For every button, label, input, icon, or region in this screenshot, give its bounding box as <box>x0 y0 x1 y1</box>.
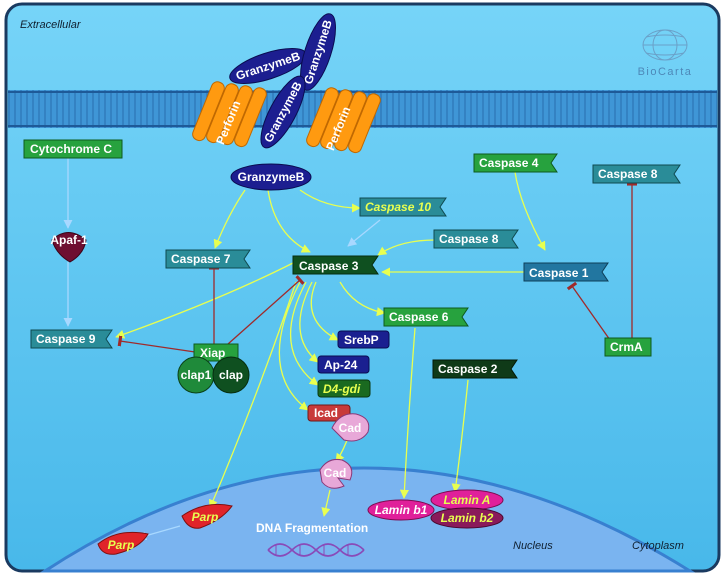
dna-fragmentation: DNA Fragmentation <box>256 521 368 557</box>
edge-granzyme-casp10 <box>299 189 361 213</box>
d4gdi-label: D4-gdi <box>323 382 361 396</box>
node-caspase10[interactable]: Caspase 10 <box>359 197 447 217</box>
parp-out-label: Parp <box>108 538 135 552</box>
node-ap24[interactable]: Ap-24 <box>317 355 370 374</box>
nucleus-region <box>39 466 696 573</box>
dna-helix-icon <box>267 543 365 557</box>
node-caspase2[interactable]: Caspase 2 <box>432 359 518 379</box>
edge-cad-dna <box>321 489 331 517</box>
edge-casp8-casp3 <box>377 239 436 256</box>
node-ciap[interactable]: clap <box>212 356 250 394</box>
edge-granzyme-casp7 <box>213 189 246 249</box>
node-xiap[interactable]: Xiap <box>193 343 239 362</box>
node-icad[interactable]: Icad <box>307 404 351 422</box>
edge-casp3-d4gdi <box>289 281 319 386</box>
cytochrome-c-label: Cytochrome C <box>30 142 112 156</box>
edge-casp3-casp9 <box>115 261 296 339</box>
caspase4-label: Caspase 4 <box>479 156 539 170</box>
lamin-a-label: Lamin A <box>444 493 491 507</box>
node-cytochrome-c[interactable]: Cytochrome C <box>23 139 123 159</box>
caspase8-mid-label: Caspase 8 <box>439 232 499 246</box>
node-caspase1[interactable]: Caspase 1 <box>523 262 609 282</box>
caspase9-label: Caspase 9 <box>36 332 96 346</box>
edge-granzyme-casp3 <box>267 189 311 253</box>
node-lamin-b1[interactable]: Lamin b1 <box>367 499 435 521</box>
node-parp-cyto[interactable]: Parp <box>181 503 233 529</box>
edge-casp6-laminb1 <box>399 327 416 499</box>
node-caspase7[interactable]: Caspase 7 <box>165 249 251 269</box>
xiap-label: Xiap <box>200 346 225 360</box>
node-cad-complex[interactable]: Cad <box>331 413 370 442</box>
node-apaf1[interactable]: Apaf-1 <box>50 232 88 263</box>
node-caspase3[interactable]: Caspase 3 <box>292 255 379 275</box>
edge-casp3-ap24 <box>299 281 319 363</box>
dna-fragmentation-label: DNA Fragmentation <box>256 521 368 535</box>
edge-xiap-inhibit-casp3 <box>227 275 305 345</box>
crma-label: CrmA <box>610 340 643 354</box>
node-caspase8-right[interactable]: Caspase 8 <box>592 164 681 184</box>
node-lamin-b2[interactable]: Lamin b2 <box>430 507 504 529</box>
biocarta-logo: BioCarta <box>638 29 693 78</box>
ap24-label: Ap-24 <box>324 358 358 372</box>
caspase6-label: Caspase 6 <box>389 310 449 324</box>
caspase2-label: Caspase 2 <box>438 362 498 376</box>
globe-icon <box>642 29 688 61</box>
node-caspase9[interactable]: Caspase 9 <box>30 329 113 349</box>
edge-crma-inhibit-casp1 <box>566 281 611 341</box>
node-lamin-a[interactable]: Lamin A <box>430 489 504 511</box>
node-ciap1[interactable]: clap1 <box>177 356 215 394</box>
apaf1-label: Apaf-1 <box>50 233 88 247</box>
edge-casp3-srebp <box>310 281 339 341</box>
caspase3-label: Caspase 3 <box>299 259 359 273</box>
granzyme-top-3: GranzymeB <box>260 75 306 149</box>
lamin-b1-label: Lamin b1 <box>375 503 428 517</box>
nucleus-label: Nucleus <box>513 540 553 552</box>
cytoplasm-label: Cytoplasm <box>632 540 684 552</box>
extracellular-label: Extracellular <box>20 19 82 31</box>
node-srebp[interactable]: SrebP <box>337 330 390 349</box>
node-parp-out[interactable]: Parp <box>97 531 149 555</box>
granzyme-main-label: GranzymeB <box>238 170 305 184</box>
granzyme-main[interactable]: GranzymeB <box>230 163 312 191</box>
caspase1-label: Caspase 1 <box>529 266 589 280</box>
edge-casp2-lamin <box>451 379 469 493</box>
caspase8-right-label: Caspase 8 <box>598 167 658 181</box>
edge-xiap-inhibit-casp9 <box>117 335 196 353</box>
caspase10-label: Caspase 10 <box>365 200 431 214</box>
node-cad-free[interactable]: Cad <box>319 459 353 489</box>
cad-free-label: Cad <box>324 466 347 480</box>
ciap-label: clap <box>219 368 243 382</box>
parp-cyto-label: Parp <box>192 510 219 524</box>
edge-casp3-icad <box>278 281 309 411</box>
icad-label: Icad <box>314 406 338 420</box>
perforin-right: Perforin <box>306 87 381 154</box>
cad-complex-label: Cad <box>339 421 362 435</box>
srebp-label: SrebP <box>344 333 379 347</box>
caspase7-label: Caspase 7 <box>171 252 231 266</box>
node-caspase6[interactable]: Caspase 6 <box>383 307 469 327</box>
node-caspase8-mid[interactable]: Caspase 8 <box>433 229 519 249</box>
edge-casp3-casp6 <box>339 281 386 317</box>
logo-text: BioCarta <box>638 66 693 78</box>
lamin-b2-label: Lamin b2 <box>441 511 494 525</box>
edge-casp10-casp3 <box>347 219 381 247</box>
node-d4gdi[interactable]: D4-gdi <box>317 379 371 398</box>
ciap1-label: clap1 <box>181 368 212 382</box>
perforin-left: Perforin <box>192 81 267 148</box>
node-crma[interactable]: CrmA <box>604 337 652 357</box>
edge-casp3-parp <box>209 281 297 509</box>
edge-casp4-casp1 <box>514 171 546 251</box>
node-caspase4[interactable]: Caspase 4 <box>473 153 558 173</box>
